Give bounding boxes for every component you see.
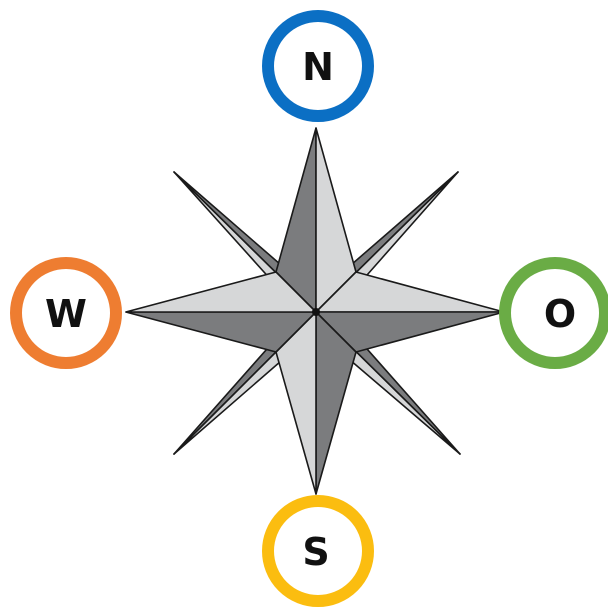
- direction-east: O: [505, 263, 605, 363]
- center-dot: [312, 308, 320, 316]
- label-north: N: [302, 45, 334, 89]
- direction-north: N: [268, 16, 368, 116]
- label-west: W: [45, 292, 87, 336]
- label-east: O: [544, 292, 576, 336]
- direction-west: W: [16, 263, 116, 363]
- direction-south: S: [268, 501, 368, 601]
- label-south: S: [302, 530, 329, 574]
